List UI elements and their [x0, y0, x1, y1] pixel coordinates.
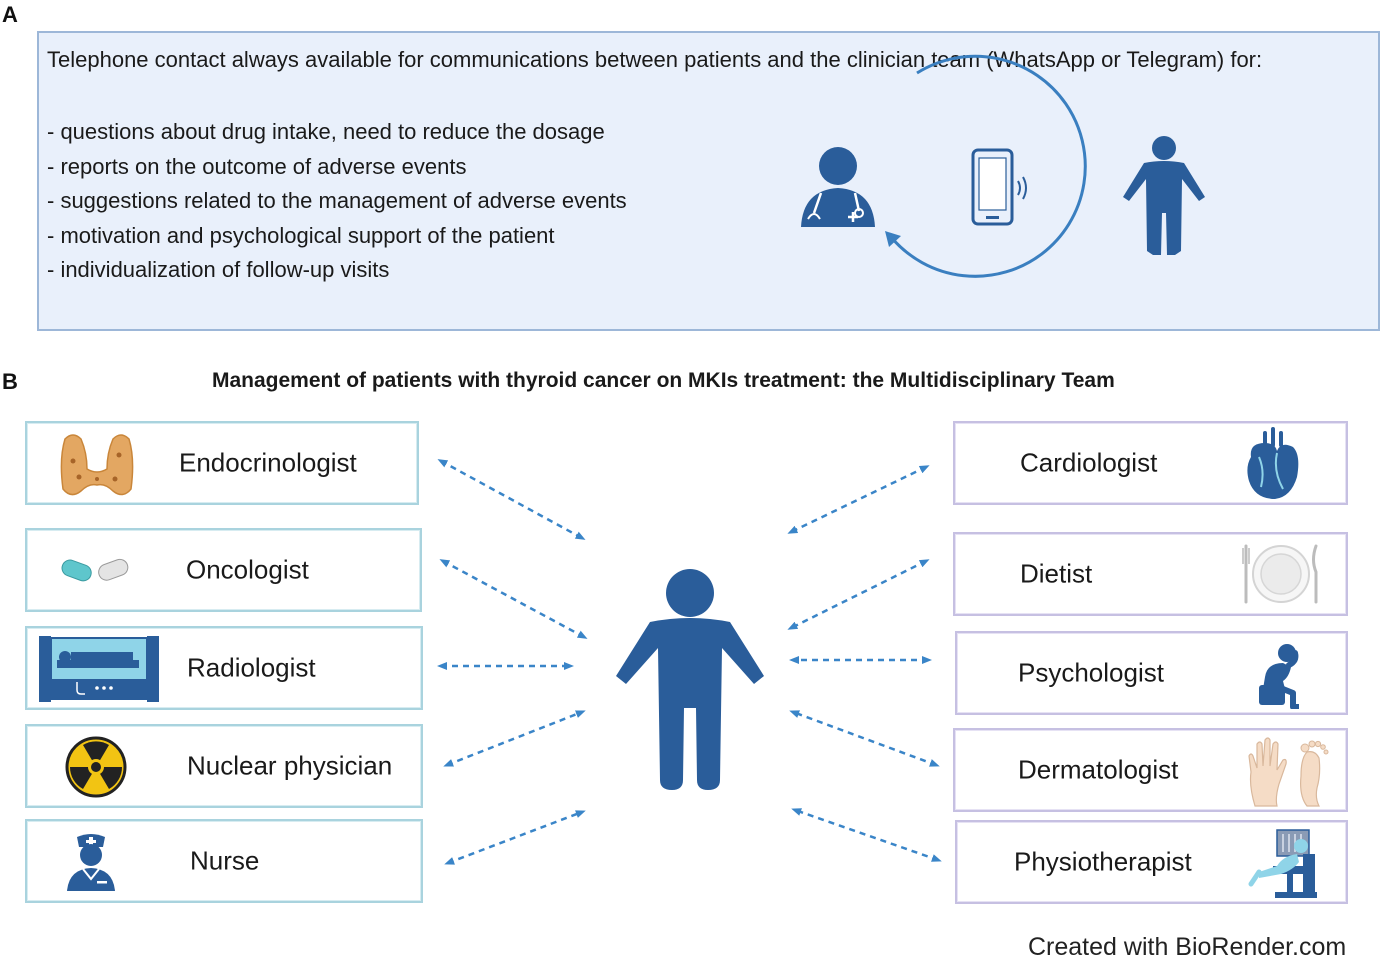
nurse-icon: [67, 834, 115, 891]
bullet-item: - motivation and psychological support o…: [47, 222, 555, 248]
bullet-item: - reports on the outcome of adverse even…: [47, 153, 467, 179]
specialist-label: Dietist: [1020, 558, 1093, 589]
panel-a-intro: Telephone contact always available for c…: [47, 47, 1263, 72]
card-radiologist: Radiologist: [25, 626, 423, 710]
arrow-dietist: [787, 559, 930, 630]
telephone-contact-panel: Telephone contact always available for c…: [37, 31, 1380, 331]
specialist-label: Psychologist: [1018, 657, 1164, 688]
cycle-arrow: [885, 54, 1087, 278]
specialist-label: Oncologist: [186, 554, 309, 585]
specialist-label: Dermatologist: [1018, 754, 1179, 785]
radiation-icon: [65, 736, 127, 798]
pills-icon: [61, 558, 129, 582]
patient-icon: [1123, 136, 1205, 255]
card-nurse: Nurse: [25, 819, 423, 903]
arrow-oncologist: [439, 559, 588, 639]
card-dermatologist: Dermatologist: [953, 728, 1348, 812]
connection-arrows: [437, 459, 942, 865]
central-patient-icon: [616, 569, 764, 790]
specialist-label: Cardiologist: [1020, 447, 1158, 478]
card-oncologist: Oncologist: [25, 528, 422, 612]
scanner-icon: [39, 636, 159, 702]
panel-a-label: A: [2, 2, 18, 27]
doctor-icon: [801, 147, 875, 227]
panel-b-title: Management of patients with thyroid canc…: [212, 369, 1115, 392]
card-cardiologist: Cardiologist: [953, 421, 1348, 505]
card-dietist: Dietist: [953, 532, 1348, 616]
biorender-credit: Created with BioRender.com: [1028, 933, 1347, 961]
thyroid-icon: [60, 434, 134, 496]
arrow-dermatologist: [789, 710, 940, 767]
specialist-label: Nurse: [190, 845, 260, 876]
arrow-nurse: [444, 810, 586, 865]
card-psychologist: Psychologist: [955, 631, 1348, 715]
specialist-label: Endocrinologist: [179, 447, 357, 478]
hand-foot-icon: [1248, 737, 1329, 807]
distressed-person-icon: [1259, 644, 1299, 709]
arrow-cardiologist: [787, 465, 930, 534]
heart-icon: [1247, 427, 1299, 499]
rehab-chair-icon: [1248, 829, 1317, 898]
card-nuclear-physician: Nuclear physician: [25, 724, 423, 808]
plate-icon: [1242, 544, 1318, 604]
panel-a-bullet-list: - questions about drug intake, need to r…: [47, 115, 627, 288]
panel-b-label: B: [2, 369, 18, 394]
specialist-label: Radiologist: [187, 652, 316, 683]
bullet-item: - suggestions related to the management …: [47, 188, 627, 213]
communication-cycle-graphic: [801, 54, 1205, 278]
bullet-item: - questions about drug intake, need to r…: [47, 119, 605, 144]
bullet-item: - individualization of follow-up visits: [47, 257, 390, 282]
arrow-endocrinologist: [437, 459, 586, 540]
arrow-nuclear-physician: [443, 710, 586, 767]
specialist-label: Physiotherapist: [1014, 846, 1192, 877]
card-endocrinologist: Endocrinologist: [25, 421, 419, 505]
arrow-physiotherapist: [791, 808, 942, 862]
specialist-label: Nuclear physician: [187, 750, 393, 781]
smartphone-icon: [971, 148, 1027, 226]
card-physiotherapist: Physiotherapist: [955, 820, 1348, 904]
